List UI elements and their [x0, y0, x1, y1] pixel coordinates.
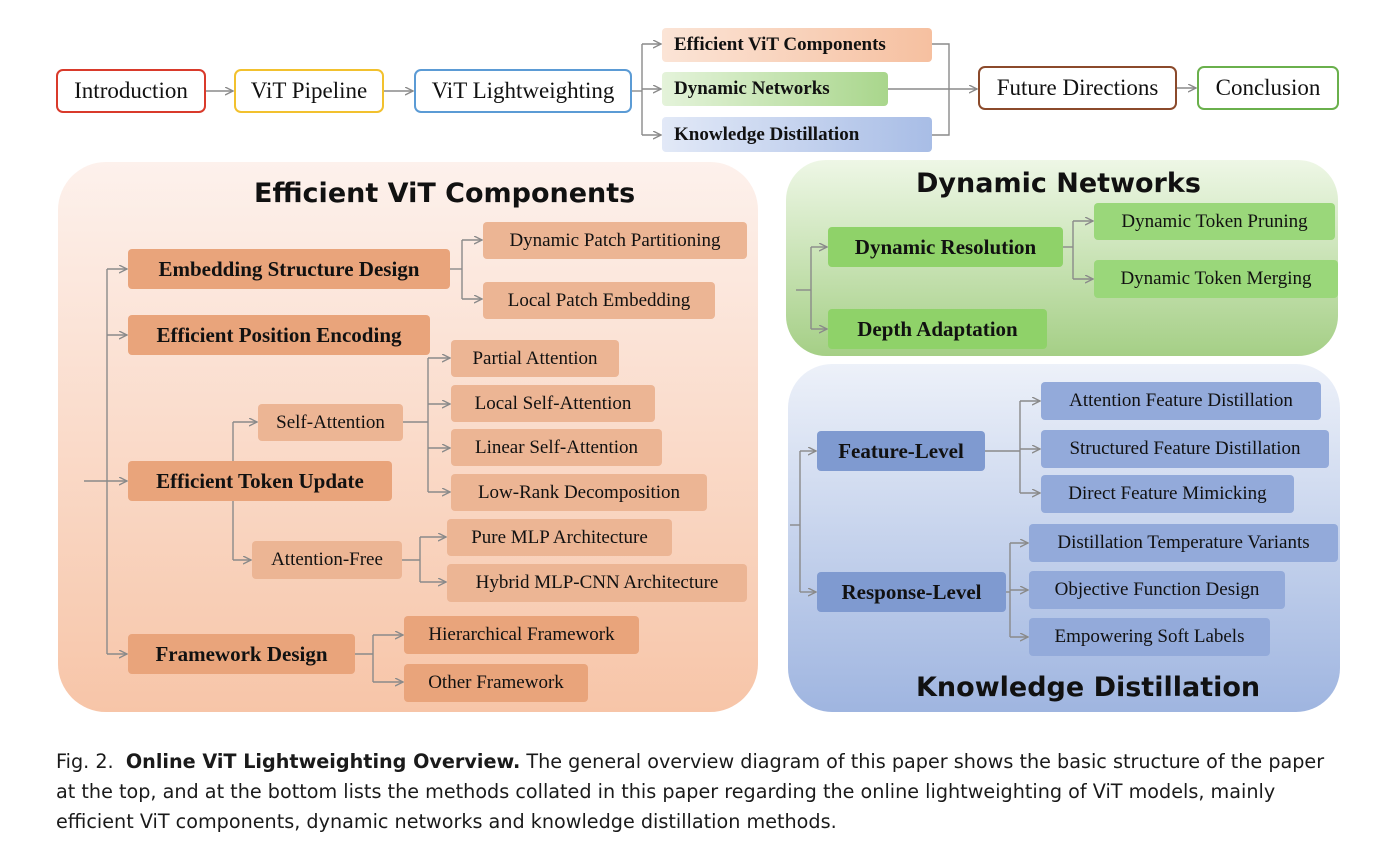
local-patch-node: Local Patch Embedding	[483, 282, 715, 319]
self-attention-node: Self-Attention	[258, 404, 403, 441]
objective-function-node: Objective Function Design	[1029, 571, 1285, 609]
low-rank-node: Low-Rank Decomposition	[451, 474, 707, 511]
local-self-attention-node: Local Self-Attention	[451, 385, 655, 422]
embedding-structure-node: Embedding Structure Design	[128, 249, 450, 289]
feature-level-node: Feature-Level	[817, 431, 985, 471]
knowledge-distillation-tag: Knowledge Distillation	[662, 117, 932, 152]
pure-mlp-node: Pure MLP Architecture	[447, 519, 672, 556]
kd-panel-title: Knowledge Distillation	[916, 672, 1261, 703]
token-pruning-node: Dynamic Token Pruning	[1094, 203, 1335, 240]
caption-label: Fig. 2.	[56, 750, 114, 773]
introduction-node: Introduction	[56, 69, 206, 113]
token-merging-node: Dynamic Token Merging	[1094, 260, 1338, 298]
temperature-node: Distillation Temperature Variants	[1029, 524, 1338, 562]
depth-adaptation-node: Depth Adaptation	[828, 309, 1047, 349]
caption-text: The general overview diagram of this pap…	[56, 750, 1325, 833]
token-update-node: Efficient Token Update	[128, 461, 392, 501]
hierarchical-framework-node: Hierarchical Framework	[404, 616, 639, 654]
dynamic-networks-tag: Dynamic Networks	[662, 72, 888, 106]
soft-labels-node: Empowering Soft Labels	[1029, 618, 1270, 656]
other-framework-node: Other Framework	[404, 664, 588, 702]
caption-title: Online ViT Lightweighting Overview.	[125, 750, 521, 773]
position-encoding-node: Efficient Position Encoding	[128, 315, 430, 355]
attention-free-node: Attention-Free	[252, 541, 402, 579]
structured-feature-node: Structured Feature Distillation	[1041, 430, 1329, 468]
efficient-panel-title: Efficient ViT Components	[254, 178, 636, 209]
vit-pipeline-node: ViT Pipeline	[234, 69, 384, 113]
dynamic-patch-node: Dynamic Patch Partitioning	[483, 222, 747, 259]
framework-design-node: Framework Design	[128, 634, 355, 674]
vit-lightweighting-node: ViT Lightweighting	[414, 69, 632, 113]
hybrid-mlp-cnn-node: Hybrid MLP-CNN Architecture	[447, 564, 747, 602]
attention-feature-node: Attention Feature Distillation	[1041, 382, 1321, 420]
efficient-components-tag: Efficient ViT Components	[662, 28, 932, 62]
response-level-node: Response-Level	[817, 572, 1006, 612]
partial-attention-node: Partial Attention	[451, 340, 619, 377]
dynamic-resolution-node: Dynamic Resolution	[828, 227, 1063, 267]
future-directions-node: Future Directions	[978, 66, 1177, 110]
figure-caption: Fig. 2. Online ViT Lightweighting Overvi…	[56, 747, 1340, 837]
linear-self-attention-node: Linear Self-Attention	[451, 429, 662, 466]
dynamic-panel-title: Dynamic Networks	[916, 168, 1201, 199]
conclusion-node: Conclusion	[1197, 66, 1339, 110]
direct-feature-node: Direct Feature Mimicking	[1041, 475, 1294, 513]
